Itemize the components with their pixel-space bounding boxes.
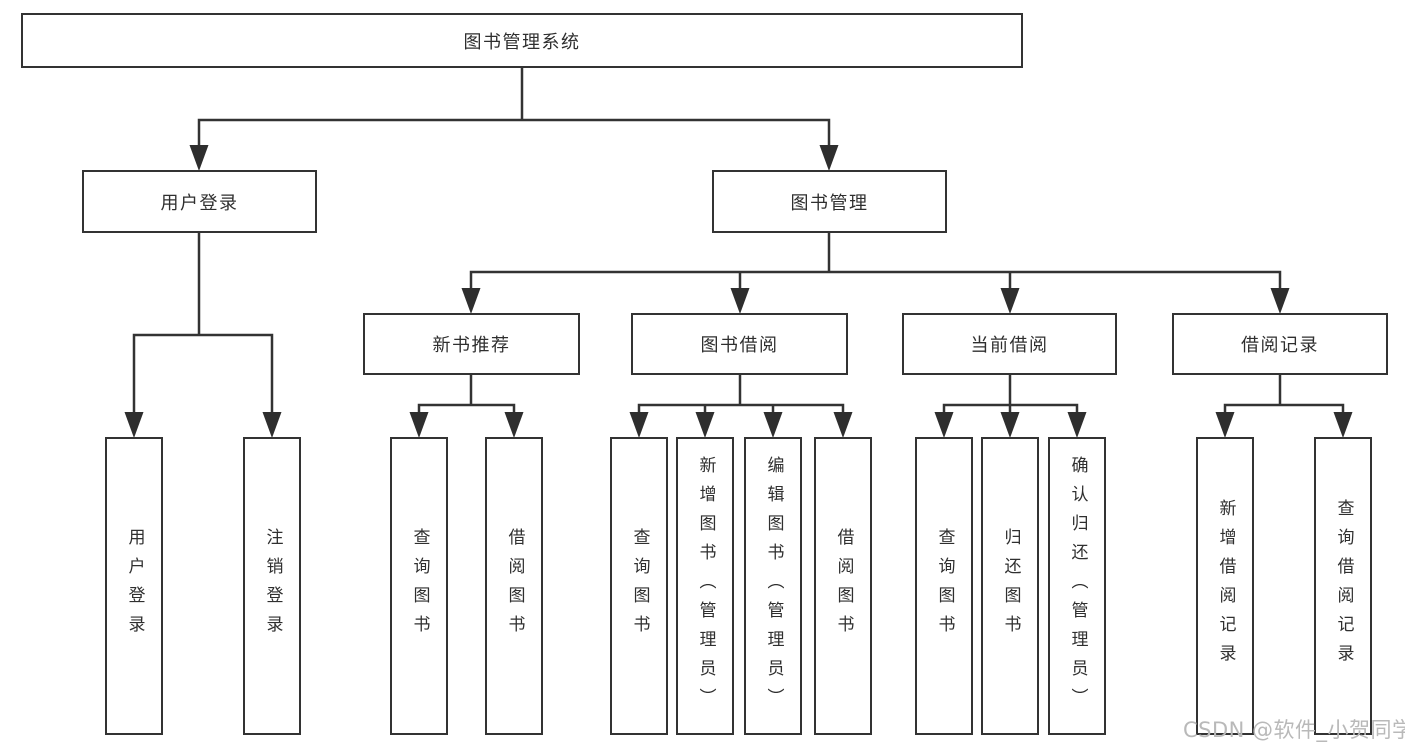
leaf-logout: 注销登录 xyxy=(243,437,301,735)
leaf-add-borrow-record-label: 新增借阅记录 xyxy=(1215,499,1236,673)
leaf-logout-label: 注销登录 xyxy=(262,528,283,644)
leaf-return-book-label: 归还图书 xyxy=(1000,528,1021,644)
leaf-add-book-admin: 新增图书（管理员） xyxy=(676,437,734,735)
node-borrow-records-label: 借阅记录 xyxy=(1241,335,1319,356)
leaf-user-login-label: 用户登录 xyxy=(124,528,145,644)
leaf-borrow-books-recommend-label: 借阅图书 xyxy=(504,528,525,644)
leaf-edit-book-admin-label: 编辑图书（管理员） xyxy=(763,455,784,717)
leaf-query-books-current-label: 查询图书 xyxy=(934,528,955,644)
node-new-book-recommend: 新书推荐 xyxy=(363,313,580,375)
node-user-login: 用户登录 xyxy=(82,170,317,233)
leaf-query-books-borrow-label: 查询图书 xyxy=(629,528,650,644)
node-current-borrow-label: 当前借阅 xyxy=(970,335,1049,356)
leaf-user-login: 用户登录 xyxy=(105,437,163,735)
csdn-watermark: CSDN @软件_小贺同学 xyxy=(1183,718,1405,742)
leaf-confirm-return-admin: 确认归还（管理员） xyxy=(1048,437,1106,735)
leaf-return-book: 归还图书 xyxy=(981,437,1039,735)
node-root-label: 图书管理系统 xyxy=(463,31,581,53)
leaf-borrow-books: 借阅图书 xyxy=(814,437,872,735)
leaf-confirm-return-admin-label: 确认归还（管理员） xyxy=(1067,455,1088,717)
leaf-query-books-borrow: 查询图书 xyxy=(610,437,668,735)
node-new-book-recommend-label: 新书推荐 xyxy=(432,335,511,356)
node-book-management: 图书管理 xyxy=(712,170,947,233)
node-book-management-label: 图书管理 xyxy=(790,192,869,214)
leaf-add-book-admin-label: 新增图书（管理员） xyxy=(695,455,716,717)
node-current-borrow: 当前借阅 xyxy=(902,313,1117,375)
node-root: 图书管理系统 xyxy=(21,13,1023,68)
leaf-borrow-books-recommend: 借阅图书 xyxy=(485,437,543,735)
leaf-query-books-recommend-label: 查询图书 xyxy=(409,528,430,644)
leaf-query-borrow-record-label: 查询借阅记录 xyxy=(1333,499,1354,673)
leaf-edit-book-admin: 编辑图书（管理员） xyxy=(744,437,802,735)
node-borrow-records: 借阅记录 xyxy=(1172,313,1388,375)
leaf-add-borrow-record: 新增借阅记录 xyxy=(1196,437,1254,735)
node-user-login-label: 用户登录 xyxy=(160,192,239,214)
leaf-query-books-recommend: 查询图书 xyxy=(390,437,448,735)
node-book-borrow: 图书借阅 xyxy=(631,313,848,375)
node-book-borrow-label: 图书借阅 xyxy=(700,335,779,356)
leaf-query-borrow-record: 查询借阅记录 xyxy=(1314,437,1372,735)
leaf-query-books-current: 查询图书 xyxy=(915,437,973,735)
leaf-borrow-books-label: 借阅图书 xyxy=(833,528,854,644)
